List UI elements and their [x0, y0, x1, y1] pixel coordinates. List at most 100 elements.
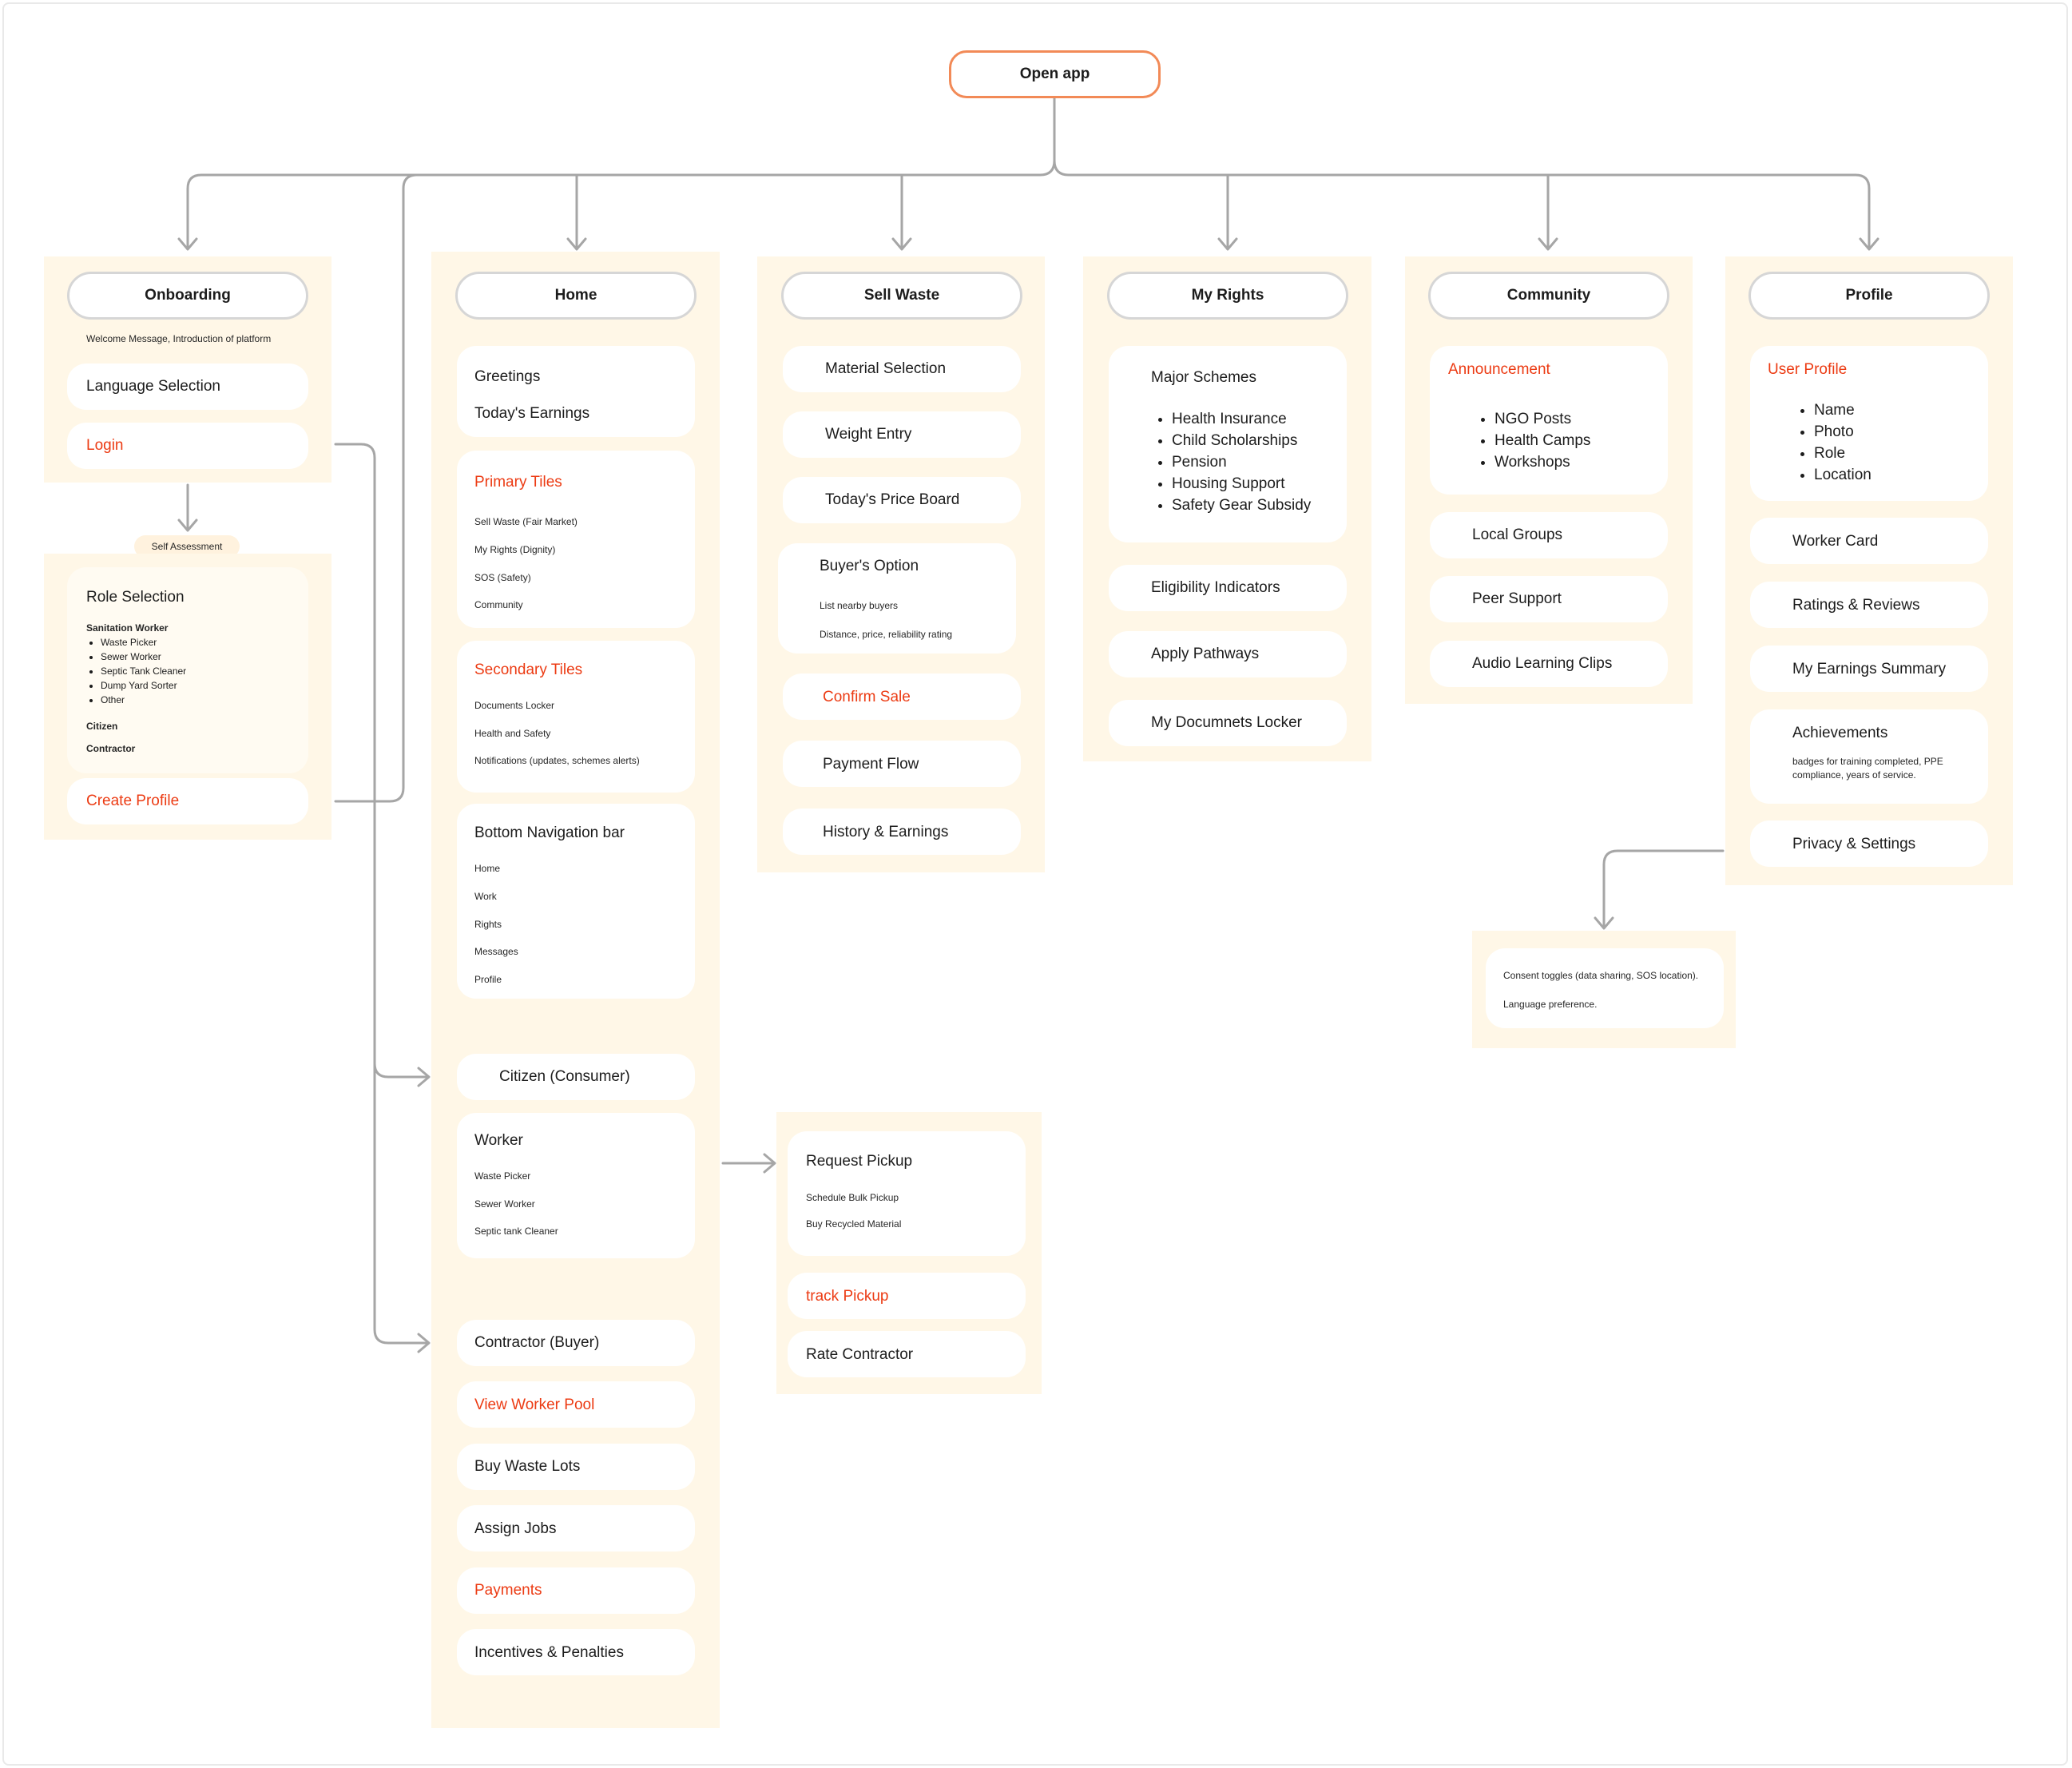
buyers-option-title[interactable]: Buyer's Option — [820, 558, 919, 574]
major-schemes-card — [1109, 346, 1347, 542]
request-pickup-title[interactable]: Request Pickup — [806, 1153, 913, 1170]
role-item[interactable]: Sewer Worker — [101, 650, 186, 664]
buyers-option-item[interactable]: List nearby buyers — [820, 600, 899, 611]
payments-card[interactable] — [457, 1567, 695, 1614]
weight-entry-card[interactable] — [783, 411, 1021, 458]
price-board-label: Today's Price Board — [825, 491, 960, 508]
citizen-role-label[interactable]: Citizen — [86, 721, 118, 732]
consent-toggles-label[interactable]: Consent toggles (data sharing, SOS locat… — [1503, 970, 1699, 981]
announcement-item[interactable]: Health Camps — [1494, 430, 1590, 451]
buy-waste-lots-card[interactable] — [457, 1444, 695, 1490]
community-header[interactable]: Community — [1428, 272, 1669, 320]
create-profile-card[interactable] — [67, 778, 308, 824]
apply-pathways-card[interactable] — [1109, 631, 1347, 677]
peer-support-label: Peer Support — [1472, 590, 1562, 607]
privacy-settings-card[interactable] — [1750, 820, 1988, 867]
eligibility-card[interactable] — [1109, 565, 1347, 611]
scheme-item[interactable]: Health Insurance — [1172, 408, 1311, 430]
scheme-item[interactable]: Child Scholarships — [1172, 430, 1311, 451]
request-pickup-item[interactable]: Schedule Bulk Pickup — [806, 1192, 899, 1203]
onboarding-header[interactable]: Onboarding — [67, 272, 308, 320]
secondary-tile-item[interactable]: Documents Locker — [474, 700, 555, 711]
role-item[interactable]: Other — [101, 693, 186, 707]
scheme-item[interactable]: Pension — [1172, 451, 1311, 473]
buyers-option-item[interactable]: Distance, price, reliability rating — [820, 629, 953, 640]
language-preference-label[interactable]: Language preference. — [1503, 999, 1598, 1010]
documents-locker-card[interactable] — [1109, 700, 1347, 746]
request-pickup-item[interactable]: Buy Recycled Material — [806, 1218, 902, 1230]
role-item[interactable]: Dump Yard Sorter — [101, 678, 186, 693]
peer-support-card[interactable] — [1430, 576, 1668, 622]
citizen-label: Citizen (Consumer) — [499, 1068, 630, 1085]
bottom-nav-item[interactable]: Messages — [474, 946, 518, 957]
confirm-sale-card[interactable] — [783, 673, 1021, 720]
user-field-item[interactable]: Photo — [1814, 421, 1872, 443]
contractor-card[interactable] — [457, 1320, 695, 1366]
sell-waste-header[interactable]: Sell Waste — [781, 272, 1022, 320]
greetings-card — [457, 346, 695, 437]
login-card[interactable] — [67, 423, 308, 469]
audio-clips-label: Audio Learning Clips — [1472, 655, 1613, 672]
user-field-item[interactable]: Location — [1814, 464, 1872, 486]
primary-tile-item[interactable]: Community — [474, 599, 523, 610]
announcement-item[interactable]: Workshops — [1494, 451, 1590, 473]
material-selection-card[interactable] — [783, 346, 1021, 392]
payments-label: Payments — [474, 1582, 542, 1599]
major-schemes-title: Major Schemes — [1151, 369, 1256, 386]
worker-item[interactable]: Septic tank Cleaner — [474, 1226, 558, 1237]
scheme-item[interactable]: Safety Gear Subsidy — [1172, 495, 1311, 516]
language-selection-card[interactable] — [67, 364, 308, 410]
user-profile-title[interactable]: User Profile — [1768, 361, 1848, 378]
announcement-item[interactable]: NGO Posts — [1494, 408, 1590, 430]
my-rights-header[interactable]: My Rights — [1107, 272, 1348, 320]
assign-jobs-card[interactable] — [457, 1505, 695, 1551]
scheme-item[interactable]: Housing Support — [1172, 473, 1311, 495]
home-header[interactable]: Home — [455, 272, 697, 320]
ratings-card[interactable] — [1750, 582, 1988, 628]
track-pickup-label: track Pickup — [806, 1288, 889, 1305]
secondary-tile-item[interactable]: Notifications (updates, schemes alerts) — [474, 755, 640, 766]
bottom-nav-item[interactable]: Profile — [474, 974, 502, 985]
achievements-card[interactable] — [1750, 709, 1988, 804]
bottom-nav-item[interactable]: Rights — [474, 919, 502, 930]
role-item[interactable]: Septic Tank Cleaner — [101, 664, 186, 678]
user-field-item[interactable]: Name — [1814, 399, 1872, 421]
role-selection-title: Role Selection — [86, 589, 185, 606]
weight-entry-label: Weight Entry — [825, 426, 912, 443]
worker-item[interactable]: Sewer Worker — [474, 1198, 535, 1210]
primary-tile-item[interactable]: SOS (Safety) — [474, 572, 531, 583]
primary-tile-item[interactable]: My Rights (Dignity) — [474, 544, 556, 555]
history-label: History & Earnings — [823, 824, 949, 840]
buy-waste-lots-label: Buy Waste Lots — [474, 1458, 581, 1475]
local-groups-card[interactable] — [1430, 512, 1668, 558]
price-board-card[interactable] — [783, 477, 1021, 523]
bottom-nav-item[interactable]: Home — [474, 863, 501, 874]
worker-title[interactable]: Worker — [474, 1132, 523, 1149]
worker-item[interactable]: Waste Picker — [474, 1170, 531, 1182]
profile-header[interactable]: Profile — [1748, 272, 1990, 320]
secondary-tile-item[interactable]: Health and Safety — [474, 728, 551, 739]
role-item[interactable]: Waste Picker — [101, 635, 186, 650]
open-app-node[interactable]: Open app — [949, 50, 1161, 98]
user-field-item[interactable]: Role — [1814, 443, 1872, 464]
earnings-summary-card[interactable] — [1750, 646, 1988, 692]
rate-contractor-label: Rate Contractor — [806, 1346, 914, 1363]
track-pickup-card[interactable] — [788, 1273, 1026, 1319]
view-worker-pool-label: View Worker Pool — [474, 1397, 595, 1413]
request-pickup-card — [788, 1131, 1026, 1256]
primary-tiles-card — [457, 451, 695, 628]
worker-card-card[interactable] — [1750, 518, 1988, 564]
primary-tile-item[interactable]: Sell Waste (Fair Market) — [474, 516, 578, 527]
rate-contractor-card[interactable] — [788, 1331, 1026, 1377]
audio-clips-card[interactable] — [1430, 641, 1668, 687]
confirm-sale-label: Confirm Sale — [823, 689, 911, 705]
sanitation-worker-label: Sanitation Worker — [86, 622, 169, 634]
view-worker-pool-card[interactable] — [457, 1381, 695, 1428]
citizen-card[interactable] — [457, 1054, 695, 1100]
contractor-role-label[interactable]: Contractor — [86, 743, 136, 754]
incentives-card[interactable] — [457, 1629, 695, 1675]
announcement-title[interactable]: Announcement — [1448, 361, 1550, 378]
bottom-nav-item[interactable]: Work — [474, 891, 497, 902]
payment-flow-card[interactable] — [783, 741, 1021, 787]
history-card[interactable] — [783, 809, 1021, 855]
